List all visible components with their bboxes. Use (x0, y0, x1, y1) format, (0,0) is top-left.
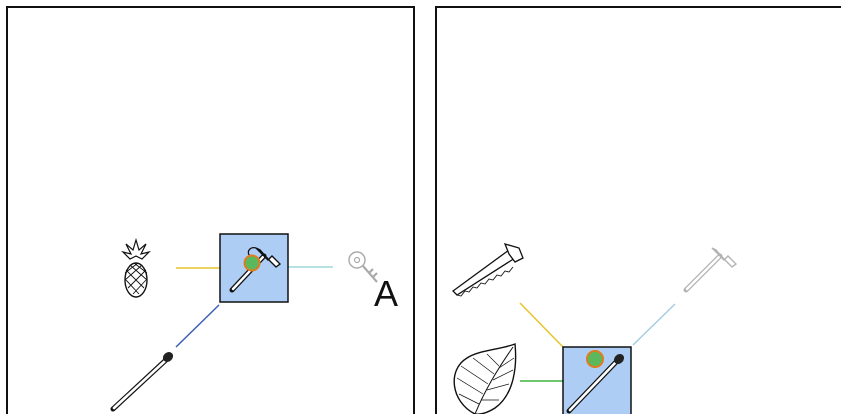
panel-b (435, 6, 841, 414)
panel-letter: A (374, 273, 399, 314)
panel-b-diagram (452, 243, 738, 414)
saw-icon[interactable] (452, 243, 524, 297)
match-icon (566, 353, 625, 414)
link-saw (519, 302, 564, 348)
hammer-icon[interactable] (683, 247, 738, 293)
link-match (175, 304, 220, 348)
selection-marker (243, 254, 261, 272)
center-item-box[interactable] (219, 233, 289, 303)
match-icon[interactable] (110, 350, 175, 412)
panel-a: A (6, 6, 415, 414)
link-hammer (632, 303, 676, 346)
key-icon[interactable] (348, 251, 378, 283)
center-item-box[interactable] (562, 346, 632, 414)
selection-marker (586, 350, 604, 368)
panel-a-diagram (110, 233, 378, 412)
pineapple-icon[interactable] (121, 237, 151, 298)
leaf-icon[interactable] (453, 343, 517, 414)
